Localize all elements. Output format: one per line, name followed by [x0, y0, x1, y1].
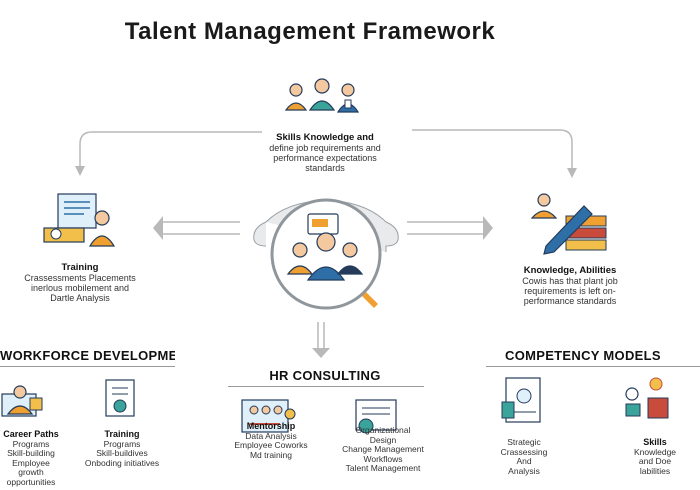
- section-rule: [486, 366, 700, 367]
- item-line: Strategic: [507, 437, 541, 447]
- item-line: Data Analysis: [245, 430, 297, 441]
- workforce-item: Training Programs Skill-buildives Onbodi…: [78, 429, 166, 468]
- item-line: Employee Coworks: [234, 440, 308, 450]
- left-text-block: Training Crassessments Placements inerlo…: [20, 262, 140, 304]
- item-line: Md training: [249, 449, 293, 460]
- item-line: Organizational: [355, 425, 411, 435]
- section-rule: [0, 366, 175, 367]
- arrow-top-to-right: [412, 129, 573, 170]
- item-line: Programs: [12, 438, 50, 449]
- item-line: Skill-buildives: [96, 448, 148, 458]
- item-line: Workflows: [363, 453, 403, 464]
- section-workforce: WORKFORCE DEVELOPMENT: [0, 348, 175, 363]
- right-line: performance standards: [523, 296, 617, 306]
- section-rule: [228, 386, 424, 387]
- top-line: standards: [305, 163, 345, 173]
- hr-item: Mentorship Data Analysis Employee Cowork…: [226, 421, 316, 460]
- team-group-icon: [284, 78, 360, 113]
- item-line: Design: [369, 434, 397, 445]
- page-title: Talent Management Framework: [124, 18, 496, 45]
- center-hub-icon: [253, 198, 399, 310]
- training-checklist-icon: [105, 379, 135, 417]
- pencil-ruler-icon: [530, 193, 607, 255]
- org-design-icon: [355, 399, 397, 434]
- strategic-analysis-icon: [501, 377, 541, 423]
- mentorship-screen-icon: [241, 399, 296, 433]
- right-line: requirements is left on-: [524, 286, 616, 296]
- top-line: define job requirements and: [269, 143, 381, 153]
- item-line: and Doe: [638, 456, 672, 466]
- right-line: Cowis has that plant job: [522, 276, 618, 286]
- skills-badge-icon: [625, 377, 669, 419]
- item-line: Crassessing: [500, 446, 548, 457]
- section-competency: COMPETENCY MODELS: [505, 348, 661, 363]
- career-path-icon: [1, 385, 43, 417]
- item-line: Skill-building: [7, 448, 55, 458]
- competency-item: Strategic Crassessing And Analysis: [492, 437, 556, 476]
- item-heading: Career Paths: [3, 429, 59, 439]
- item-line: labilities: [639, 465, 671, 476]
- item-heading: Training: [104, 429, 140, 439]
- section-hr: HR CONSULTING: [269, 368, 381, 383]
- item-heading: Mentorship: [246, 421, 296, 431]
- workforce-item: Career Paths Programs Skill-building Emp…: [0, 429, 62, 487]
- item-line: Analysis: [508, 465, 540, 476]
- item-line: Employee growth: [12, 457, 50, 477]
- top-heading: Skills Knowledge and: [276, 132, 374, 143]
- item-line: opportunities: [6, 476, 56, 487]
- left-line: Dartle Analysis: [50, 293, 110, 303]
- right-heading: Knowledge, Abilities: [523, 265, 617, 276]
- item-line: Talent Management: [345, 463, 421, 473]
- training-document-icon: [43, 193, 116, 247]
- left-line: inerlous mobilement and: [30, 283, 130, 293]
- item-line: Knowledge: [633, 446, 677, 457]
- item-line: Change Management: [342, 444, 424, 454]
- top-text-block: Skills Knowledge and define job requirem…: [240, 132, 410, 174]
- item-line: Programs: [103, 438, 141, 449]
- left-line: Crassessments Placements: [24, 273, 136, 283]
- item-line: Onboding initiatives: [84, 457, 160, 468]
- item-line: And: [516, 456, 532, 466]
- right-text-block: Knowledge, Abilities Cowis has that plan…: [505, 265, 635, 307]
- top-line: performance expectations: [273, 153, 377, 163]
- left-heading: Training: [61, 262, 99, 273]
- competency-item: Skills Knowledge and Doe labilities: [620, 437, 690, 476]
- item-heading: Skills: [643, 437, 667, 447]
- hr-item: Organizational Design Change Management …: [340, 425, 426, 474]
- arrow-top-to-left: [79, 131, 262, 168]
